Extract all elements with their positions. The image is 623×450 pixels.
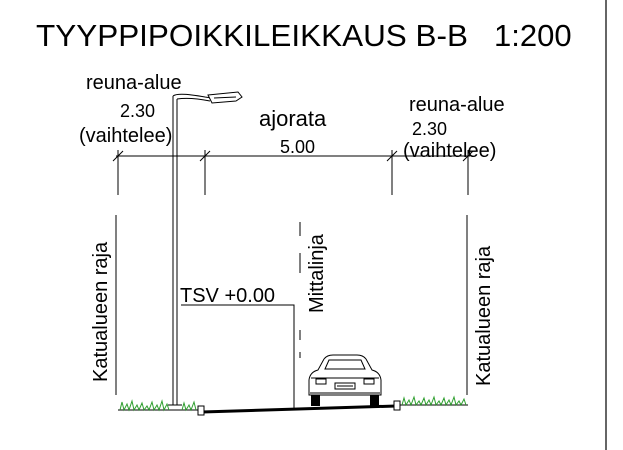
drawing-scale: 1:200	[494, 18, 572, 53]
right-grass	[401, 395, 467, 407]
drawing-title: TYYPPIPOIKKILEIKKAUS B-B	[36, 18, 468, 53]
level-leader	[181, 304, 295, 410]
road-surface	[201, 404, 397, 414]
right-edge-width: 2.30	[412, 119, 447, 139]
left-edge-width: 2.30	[120, 101, 155, 121]
level-label: TSV +0.00	[180, 285, 275, 307]
left-curb	[197, 405, 205, 416]
right-boundary-label: Katualueen raja	[473, 245, 495, 386]
dimension-tick	[199, 150, 211, 162]
roadway-label: ajorata	[259, 106, 327, 131]
dimension-tick	[386, 150, 398, 162]
roadway-width: 5.00	[280, 137, 315, 157]
street-light	[168, 91, 243, 406]
centerline-label: Mittalinja	[306, 233, 328, 313]
dimension-tick	[462, 150, 474, 162]
left-grass	[119, 399, 197, 412]
right-edge-label: reuna-alue	[409, 94, 505, 116]
right-edge-note: (vaihtelee)	[403, 140, 496, 162]
right-curb	[393, 400, 401, 411]
dimension-tick	[112, 150, 124, 162]
left-edge-note: (vaihtelee)	[79, 125, 172, 147]
left-boundary-label: Katualueen raja	[90, 241, 112, 382]
left-edge-label: reuna-alue	[86, 72, 182, 94]
car	[308, 354, 382, 406]
